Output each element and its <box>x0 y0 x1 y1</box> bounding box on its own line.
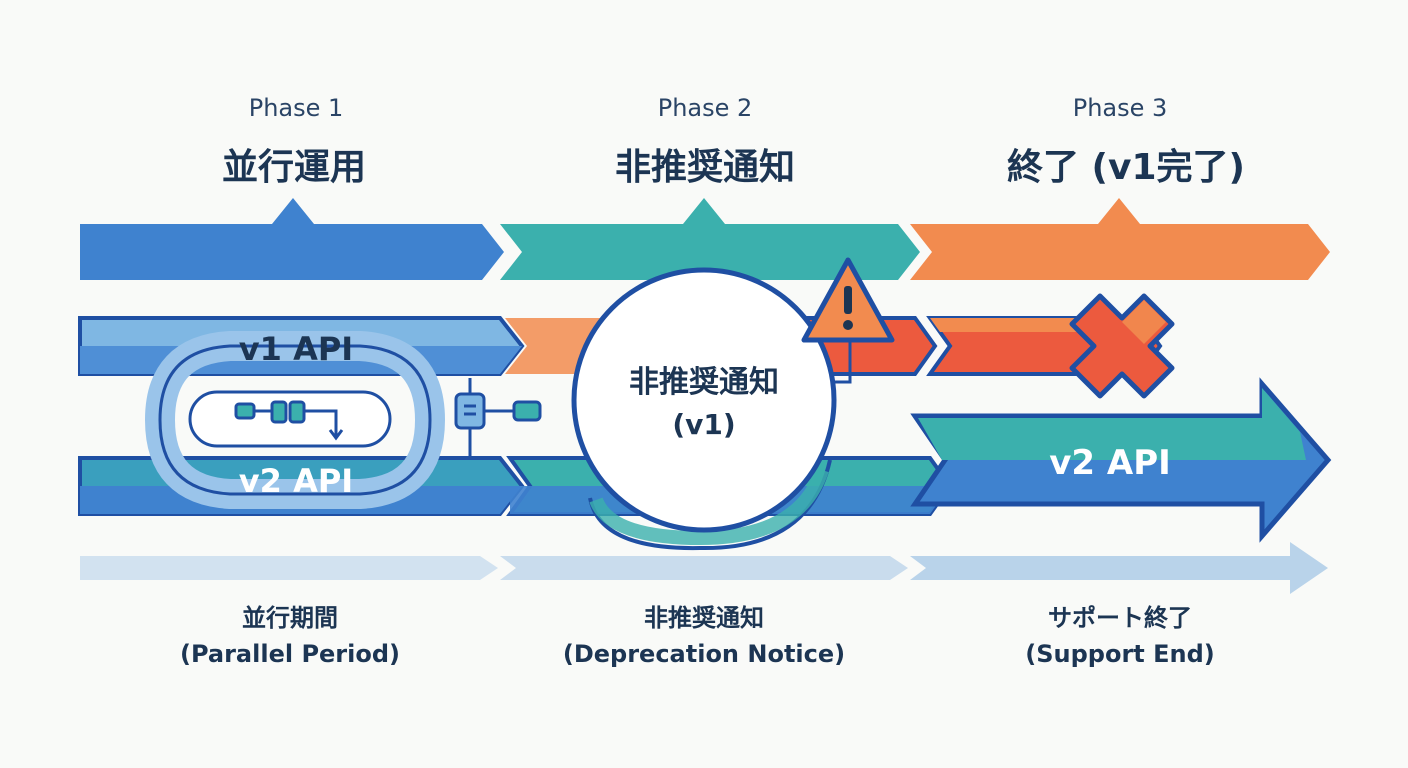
legend-2-jp: 非推奨通知 <box>644 604 764 632</box>
center-circle-line1: 非推奨通知 <box>629 365 779 400</box>
phase-1-number: Phase 1 <box>248 94 344 122</box>
v2-lane-label: v2 API <box>239 462 353 500</box>
phase-3-title: 終了 (v1完了) <box>1007 147 1245 188</box>
phase-2-number: Phase 2 <box>657 94 753 122</box>
phase-2-title: 非推奨通知 <box>614 147 795 188</box>
phase-1-band <box>80 198 504 280</box>
center-circle <box>571 267 837 533</box>
phase-3-band <box>910 198 1330 280</box>
server-icon <box>454 378 542 456</box>
cross-icon <box>1069 293 1175 399</box>
phase-2-band <box>500 198 920 280</box>
legend-band <box>80 542 1328 594</box>
center-circle-line2: (v1) <box>672 408 735 441</box>
v2-final-label: v2 API <box>1049 443 1171 483</box>
legend-3-en: (Support End) <box>1025 640 1215 668</box>
phase-timeline <box>80 198 1330 280</box>
v2-final-arrow <box>910 377 1332 543</box>
phase-3-number: Phase 3 <box>1072 94 1168 122</box>
legend-1-jp: 並行期間 <box>242 604 338 632</box>
legend-3-jp: サポート終了 <box>1048 604 1192 632</box>
switch-icon <box>234 400 344 441</box>
v1-lane-label: v1 API <box>239 330 353 368</box>
legend-2-en: (Deprecation Notice) <box>562 640 846 668</box>
warning-icon <box>801 257 895 384</box>
phase-1-title: 並行運用 <box>221 147 366 188</box>
legend-1-en: (Parallel Period) <box>179 640 401 668</box>
